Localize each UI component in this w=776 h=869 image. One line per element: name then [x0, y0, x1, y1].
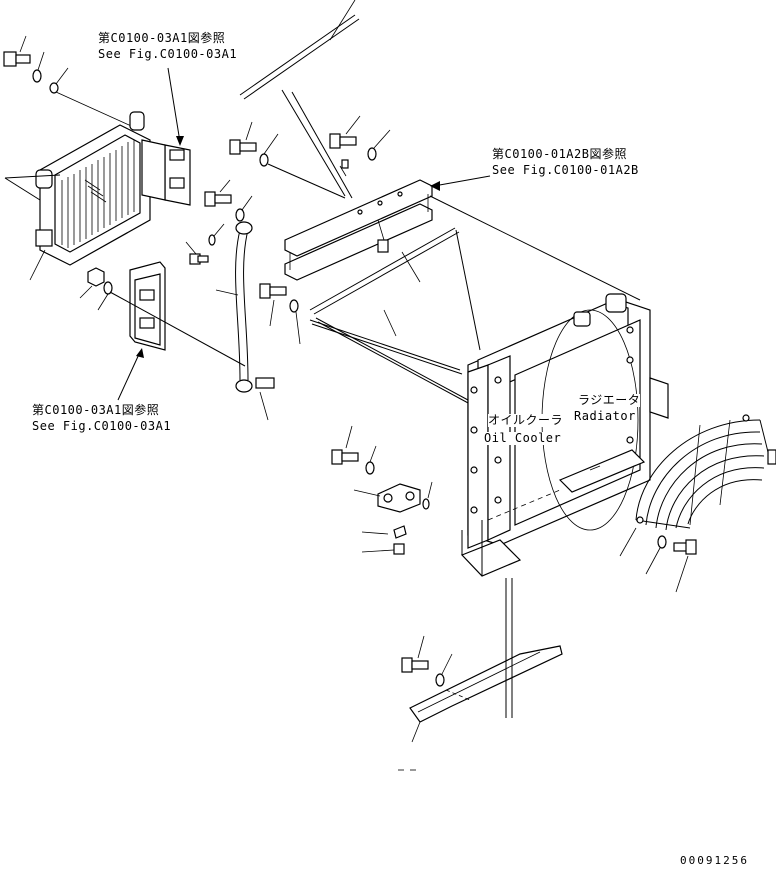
- reference-en-top-left: See Fig.C0100-03A1: [98, 47, 238, 61]
- reference-en-top-right: See Fig.C0100-01A2B: [492, 163, 639, 177]
- reference-en-mid-left: See Fig.C0100-03A1: [32, 419, 172, 433]
- fitting: [353, 481, 433, 555]
- reference-jp-top-right: 第C0100-01A2B図参照: [492, 147, 627, 161]
- bracket-lower: [79, 261, 246, 367]
- reference-jp-top-left: 第C0100-03A1図参照: [98, 31, 226, 45]
- bolt-center-bottom: [331, 425, 377, 475]
- bottom-cover: [401, 578, 563, 743]
- bolt-bottom-right: [645, 535, 697, 593]
- bolt-center-lower: [259, 283, 301, 345]
- rod-top: [239, 0, 360, 100]
- top-bracket-plate: [284, 179, 433, 281]
- bolt-center-mid: [185, 179, 253, 265]
- bolt-top-left: [3, 35, 141, 131]
- bolt-center-top: [229, 121, 346, 199]
- fan-guard: [619, 414, 776, 557]
- radiator-assembly: [429, 195, 669, 577]
- oil-cooler-label-jp: オイルクーラ: [488, 413, 564, 427]
- drawing-number: 00091256: [680, 854, 749, 867]
- radiator-label-en: Radiator: [574, 409, 636, 423]
- radiator-label-jp: ラジエータ: [578, 393, 641, 407]
- oil-cooler-label-en: Oil Cooler: [484, 431, 562, 445]
- bolt-right-top: [329, 115, 391, 177]
- bracket-upper: [141, 139, 191, 206]
- hose: [215, 221, 275, 421]
- reference-jp-mid-left: 第C0100-03A1図参照: [32, 403, 160, 417]
- tie-rods: [281, 89, 471, 405]
- cooler-core-left: [4, 111, 151, 281]
